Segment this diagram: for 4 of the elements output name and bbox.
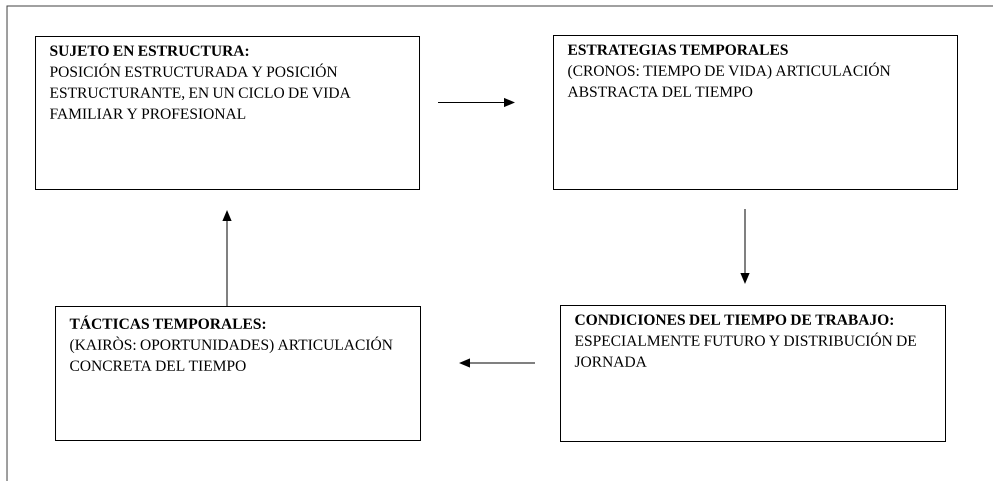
process-box: ESTRATEGIAS TEMPORALES (CRONOS: TIEMPO DE VIDA) ARTICULACIÓN ABSTRACTA DEL TIEMPO [553,35,958,190]
process-box: SUJETO EN ESTRUCTURA: POSICIÓN ESTRUCTURADA Y POSICIÓN ESTRUCTURANTE, EN UN CICLO DE VIDA FAMILIAR Y PROFESIONAL [35,36,420,190]
process-box: CONDICIONES DEL TIEMPO DE TRABAJO: ESPECIALMENTE FUTURO Y DISTRIBUCIÓN DE JORNADA [560,305,946,442]
process-box: TÁCTICAS TEMPORALES: (KAIRÒS: OPORTUNIDADES) ARTICULACIÓN CONCRETA DEL TIEMPO [55,306,421,441]
